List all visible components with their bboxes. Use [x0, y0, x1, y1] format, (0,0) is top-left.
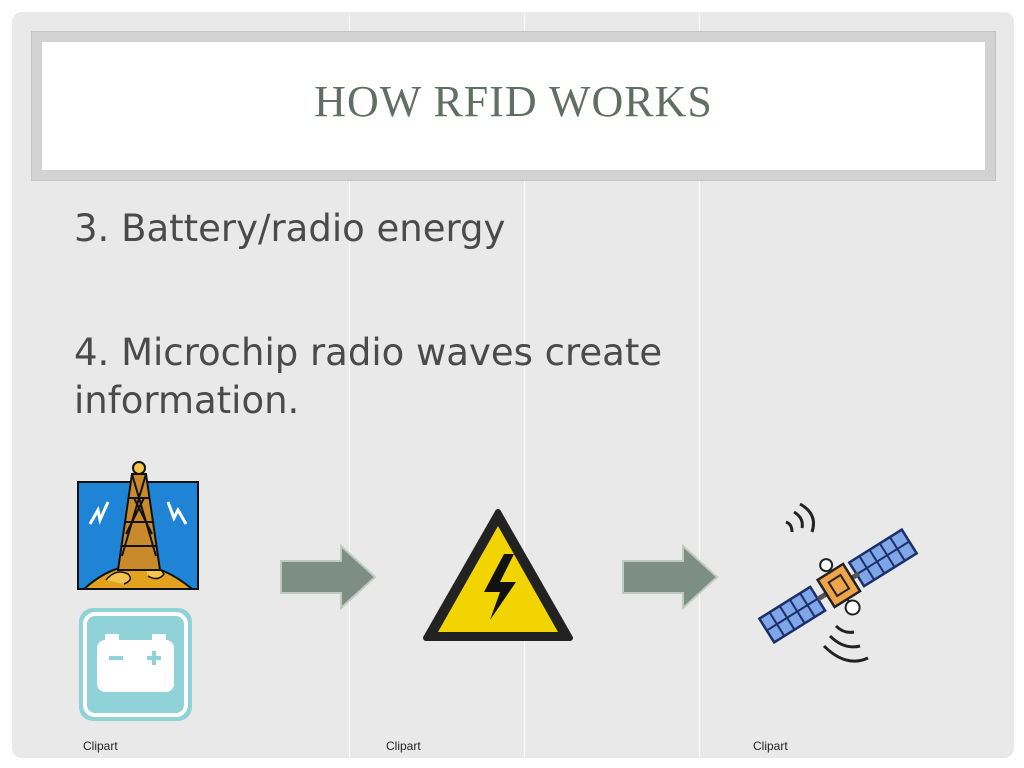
- arrow-right-icon: [622, 544, 719, 610]
- bullet-item: 3. Battery/radio energy: [74, 207, 506, 250]
- bullet-item: 4. Microchip radio waves create informat…: [74, 331, 663, 422]
- clipart-caption[interactable]: Clipart: [83, 739, 118, 753]
- column-divider: [349, 12, 350, 758]
- title-frame: HOW RFID WORKS: [31, 31, 996, 181]
- clipart-caption[interactable]: Clipart: [386, 739, 421, 753]
- radio-tower-icon: [77, 461, 199, 590]
- slide-title: HOW RFID WORKS: [314, 76, 713, 126]
- high-voltage-warning-icon: [423, 509, 573, 641]
- battery-icon: [79, 608, 192, 721]
- title-box: HOW RFID WORKS: [42, 42, 985, 170]
- clipart-caption[interactable]: Clipart: [753, 739, 788, 753]
- column-divider: [699, 12, 700, 758]
- slide: HOW RFID WORKS 3. Battery/radio energy 4…: [12, 12, 1014, 758]
- column-divider: [524, 12, 525, 758]
- arrow-right-icon: [280, 544, 377, 610]
- satellite-icon: [757, 502, 919, 663]
